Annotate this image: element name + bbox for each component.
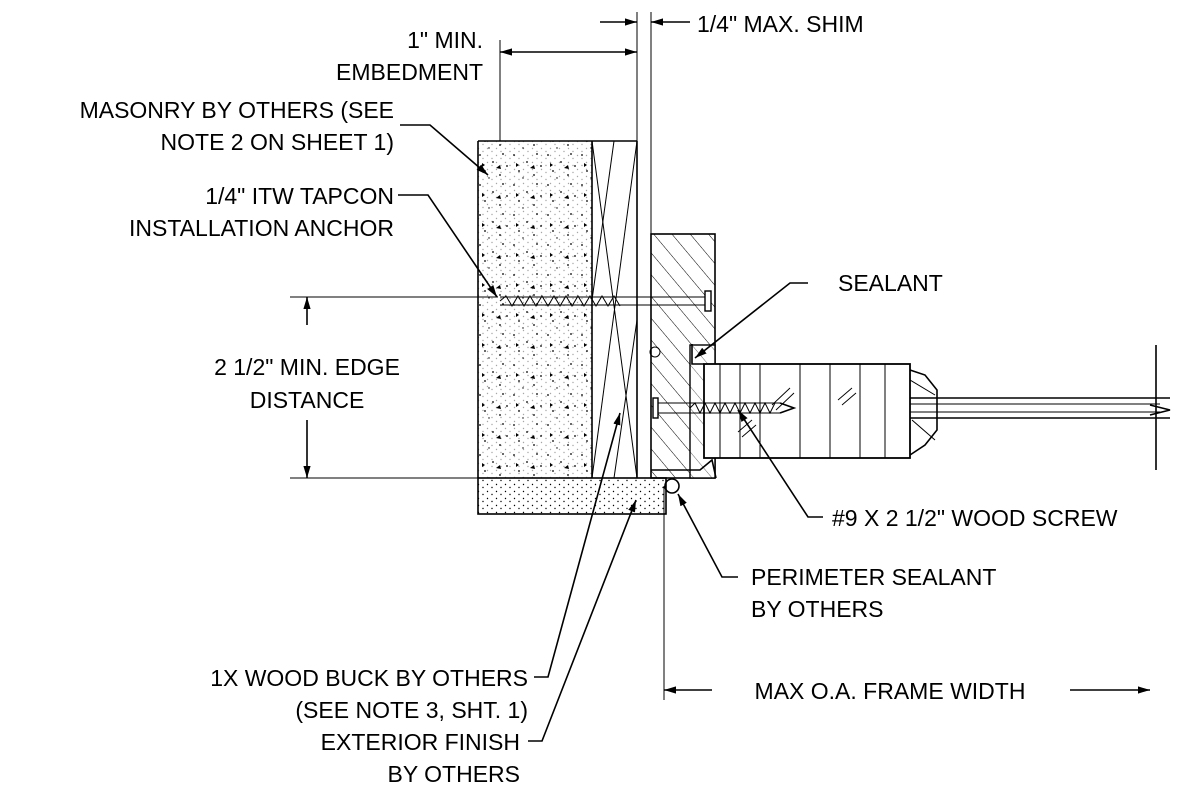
label-wood-buck-line1: 1X WOOD BUCK BY OTHERS	[210, 665, 528, 691]
label-perimeter-sealant-line2: BY OTHERS	[751, 596, 884, 622]
dimension-embedment	[499, 12, 638, 141]
label-tapcon-line1: 1/4" ITW TAPCON	[205, 183, 394, 209]
tapcon-anchor	[499, 290, 712, 312]
frame-sealant	[691, 344, 704, 365]
dimension-edge-distance	[290, 296, 498, 479]
label-sealant: SEALANT	[838, 270, 943, 296]
leader-lines	[398, 124, 823, 742]
exterior-finish	[477, 477, 680, 515]
label-shim: 1/4" MAX. SHIM	[697, 11, 864, 37]
label-edge-line1: 2 1/2" MIN. EDGE	[214, 354, 400, 380]
dimension-shim	[600, 12, 690, 120]
label-masonry-line1: MASONRY BY OTHERS (SEE	[80, 97, 394, 123]
label-frame-width: MAX O.A. FRAME WIDTH	[755, 678, 1026, 704]
masonry-wall	[477, 140, 638, 478]
dimension-frame-width	[663, 486, 1150, 700]
label-wood-buck-line2: (SEE NOTE 3, SHT. 1)	[295, 697, 528, 723]
label-embedment-line1: 1" MIN.	[407, 27, 483, 53]
label-edge-line2: DISTANCE	[250, 387, 365, 413]
label-exterior-finish-line1: EXTERIOR FINISH	[321, 729, 520, 755]
label-wood-screw: #9 X 2 1/2" WOOD SCREW	[832, 505, 1118, 531]
wood-screw	[652, 397, 797, 419]
window-sash	[703, 345, 1171, 470]
label-exterior-finish-line2: BY OTHERS	[388, 761, 521, 787]
label-tapcon-line2: INSTALLATION ANCHOR	[129, 215, 394, 241]
perimeter-sealant-bead	[664, 478, 680, 494]
label-masonry-line2: NOTE 2 ON SHEET 1)	[161, 129, 394, 155]
wood-buck	[591, 140, 638, 479]
label-perimeter-sealant-line1: PERIMETER SEALANT	[751, 564, 996, 590]
label-embedment-line2: EMBEDMENT	[336, 59, 483, 85]
